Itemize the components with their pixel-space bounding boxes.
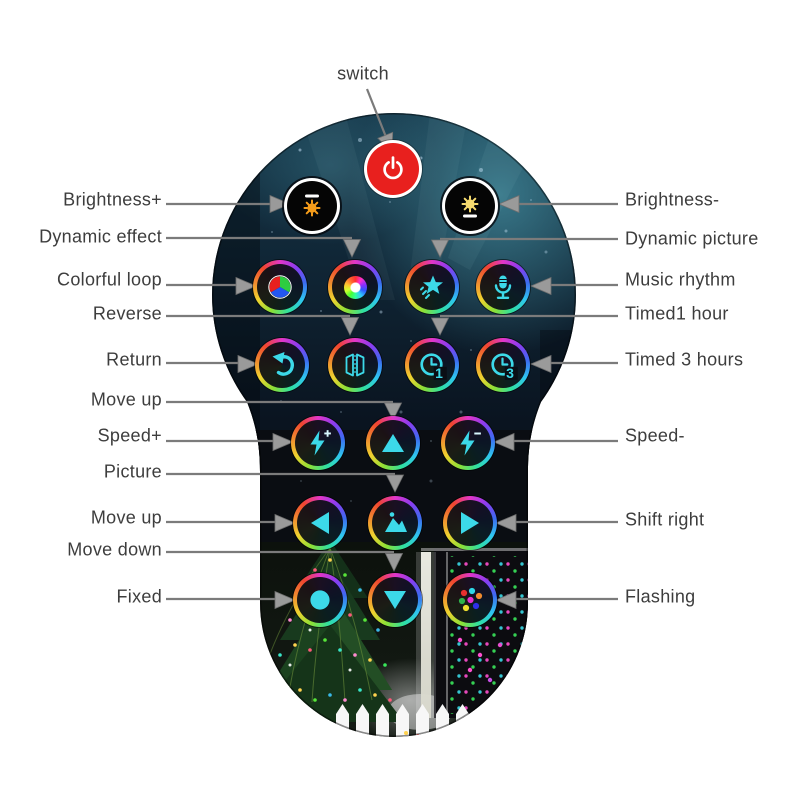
power-icon xyxy=(383,156,403,180)
triangle-down-icon xyxy=(384,591,406,609)
return-button[interactable] xyxy=(255,338,309,392)
sun-bar-above-icon xyxy=(303,194,321,217)
return-arrow-icon xyxy=(272,352,294,376)
callout-label-brightness-plus: Brightness+ xyxy=(63,189,162,210)
flashing-button[interactable] xyxy=(443,573,497,627)
timed-3-hours-button[interactable]: 3 xyxy=(476,338,530,392)
dynamic-effect-button[interactable] xyxy=(328,260,382,314)
lightning-minus-icon xyxy=(460,430,481,456)
callout-lines xyxy=(166,88,618,601)
svg-text:3: 3 xyxy=(506,365,514,380)
timed-1-hour-button[interactable]: 1 xyxy=(405,338,459,392)
colorful-loop-button[interactable] xyxy=(253,260,307,314)
triangle-right-icon xyxy=(461,512,479,534)
callout-label-speed-plus: Speed+ xyxy=(97,425,162,446)
solid-circle-icon xyxy=(310,590,330,610)
callout-label-picture: Picture xyxy=(103,461,162,482)
callout-label-music-rhythm: Music rhythm xyxy=(625,269,736,290)
callout-label-timed-1-hour: Timed1 hour xyxy=(625,303,729,324)
shooting-star-icon xyxy=(420,275,443,299)
power-button[interactable] xyxy=(364,140,422,198)
move-down-button[interactable] xyxy=(368,573,422,627)
callout-label-timed-3-hours: Timed 3 hours xyxy=(625,349,744,370)
fixed-button[interactable] xyxy=(293,573,347,627)
callout-label-move-up: Move up xyxy=(90,389,162,410)
callout-label-switch: switch xyxy=(337,63,389,84)
picture-mountain-icon xyxy=(385,512,407,532)
callout-label-dynamic-picture: Dynamic picture xyxy=(625,228,759,249)
callout-label-return: Return xyxy=(106,349,162,370)
svg-text:1: 1 xyxy=(435,365,443,380)
callout-label-reverse: Reverse xyxy=(92,303,162,324)
reverse-button[interactable] xyxy=(328,338,382,392)
mirror-flip-icon xyxy=(345,353,365,377)
callout-label-speed-minus: Speed- xyxy=(625,425,685,446)
music-rhythm-button[interactable] xyxy=(476,260,530,314)
brightness-plus-button[interactable] xyxy=(284,178,340,234)
callout-label-brightness-minus: Brightness- xyxy=(625,189,720,210)
move-up-button[interactable] xyxy=(366,416,420,470)
rgb-wheel-icon xyxy=(343,275,367,299)
clock-3-icon: 3 xyxy=(491,353,518,380)
speed-minus-button[interactable] xyxy=(441,416,495,470)
microphone-icon xyxy=(494,275,512,299)
callout-label-move-up-2: Move up xyxy=(90,507,162,528)
speed-plus-button[interactable] xyxy=(291,416,345,470)
shift-right-button[interactable] xyxy=(443,496,497,550)
remote-body xyxy=(212,113,576,737)
triangle-up-icon xyxy=(382,434,404,452)
callout-label-fixed: Fixed xyxy=(116,586,162,607)
shift-left-button[interactable] xyxy=(293,496,347,550)
sun-bar-below-icon xyxy=(461,195,479,218)
lightning-plus-icon xyxy=(310,430,331,456)
dynamic-picture-button[interactable] xyxy=(405,260,459,314)
scene-christmas-lights xyxy=(212,540,576,737)
triangle-left-icon xyxy=(311,512,329,534)
clock-1-icon: 1 xyxy=(420,353,447,380)
callout-label-flashing: Flashing xyxy=(625,586,696,607)
callout-label-dynamic-effect: Dynamic effect xyxy=(39,226,162,247)
color-pie-icon xyxy=(268,275,292,299)
picture-button[interactable] xyxy=(368,496,422,550)
multicolor-dots-icon xyxy=(458,587,483,612)
callout-label-colorful-loop: Colorful loop xyxy=(57,269,162,290)
callout-label-shift-right: Shift right xyxy=(625,509,705,530)
brightness-minus-button[interactable] xyxy=(442,178,498,234)
callout-label-move-down: Move down xyxy=(67,539,162,560)
